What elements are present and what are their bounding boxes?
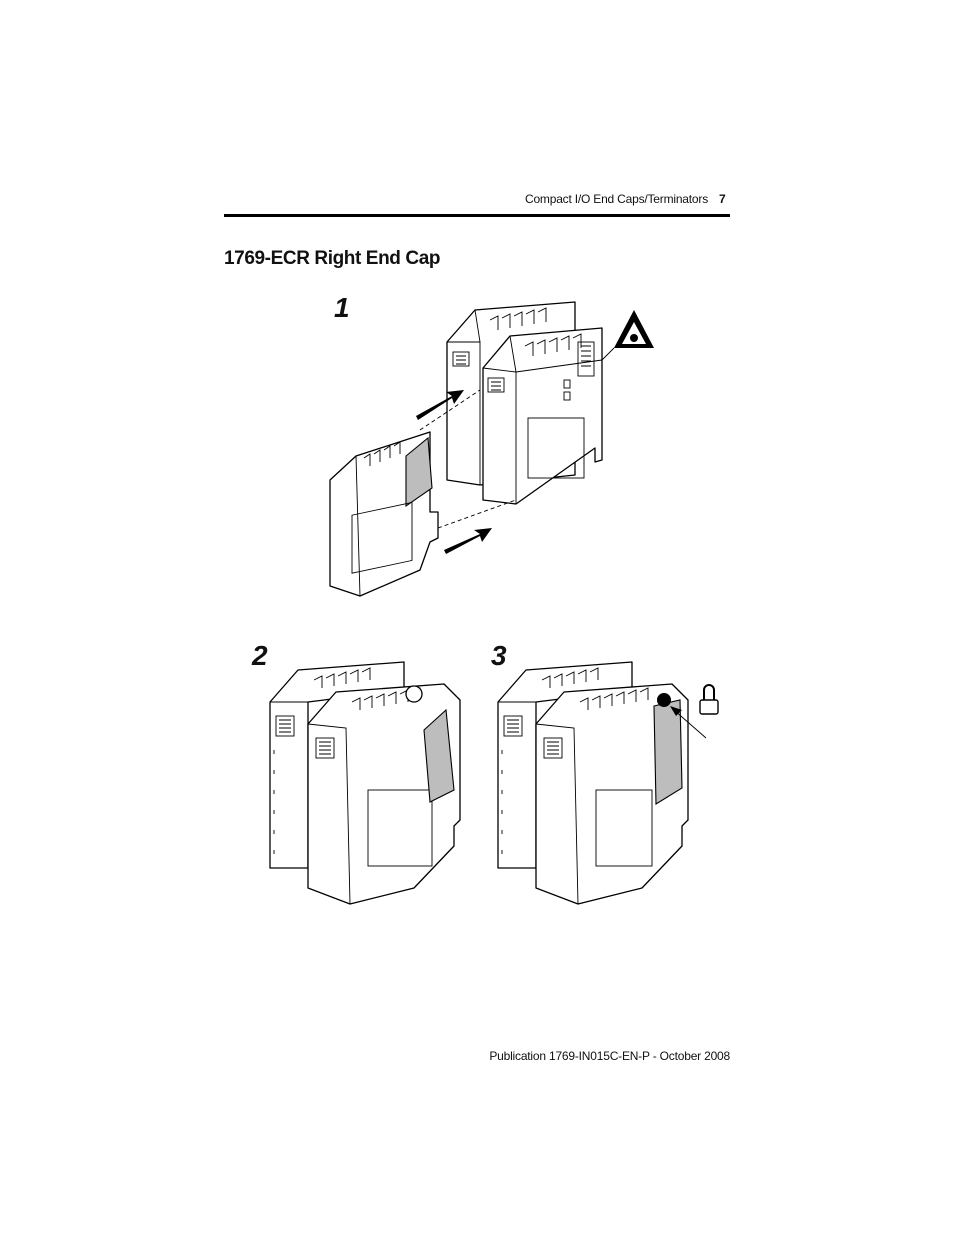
- right-end-cap: [329, 431, 439, 597]
- end-cap-latch-closed: [653, 699, 683, 805]
- io-module-front: [482, 327, 603, 505]
- io-module-rear: [497, 661, 633, 869]
- running-title: Compact I/O End Caps/Terminators: [524, 192, 708, 206]
- lock-tab: [405, 685, 423, 703]
- page-number: 7: [719, 192, 726, 206]
- alignment-line-bottom: [437, 499, 517, 529]
- step-number-1: 1: [334, 292, 350, 323]
- io-module-front: [535, 683, 689, 905]
- arrow-icon: [670, 706, 707, 739]
- figure-step-1-attach-end-cap: [329, 301, 654, 597]
- lock-tab: [657, 693, 671, 707]
- step-number-3: 3: [491, 640, 507, 671]
- padlock-icon: [699, 684, 719, 715]
- io-module-front: [307, 683, 461, 905]
- publication-footer: Publication 1769-IN015C-EN-P - October 2…: [489, 1049, 730, 1063]
- alignment-line-top: [419, 389, 481, 431]
- step-number-2: 2: [252, 640, 268, 671]
- end-cap-latch: [405, 436, 433, 508]
- section-title: 1769-ECR Right End Cap: [224, 248, 441, 269]
- arrow-icon: [416, 390, 492, 554]
- end-cap-latch: [423, 708, 455, 803]
- figure-step-2-end-cap-attached: [269, 661, 461, 905]
- esd-warning-icon: [601, 310, 654, 361]
- header-rule: [224, 214, 730, 217]
- figure-step-3-latch-locked: [497, 661, 719, 905]
